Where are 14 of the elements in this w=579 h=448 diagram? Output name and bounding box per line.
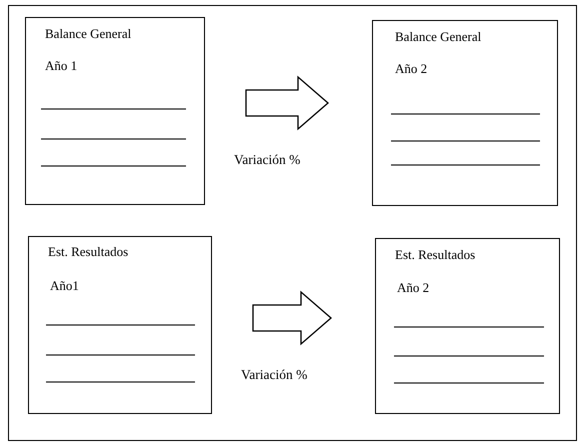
document-box — [28, 236, 212, 414]
document-title: Balance General — [395, 29, 482, 45]
year-label: Año 2 — [397, 280, 430, 296]
document-title: Est. Resultados — [48, 244, 128, 260]
block-arrow — [252, 290, 332, 346]
year-label: Año 2 — [395, 61, 428, 77]
block-arrow — [245, 76, 329, 130]
document-box — [25, 17, 205, 205]
document-title: Est. Resultados — [395, 247, 476, 263]
year-label: Año1 — [50, 278, 79, 294]
year-label: Año 1 — [45, 58, 78, 74]
document-box — [372, 20, 558, 206]
document-title: Balance General — [45, 26, 132, 42]
document-box — [375, 238, 560, 414]
